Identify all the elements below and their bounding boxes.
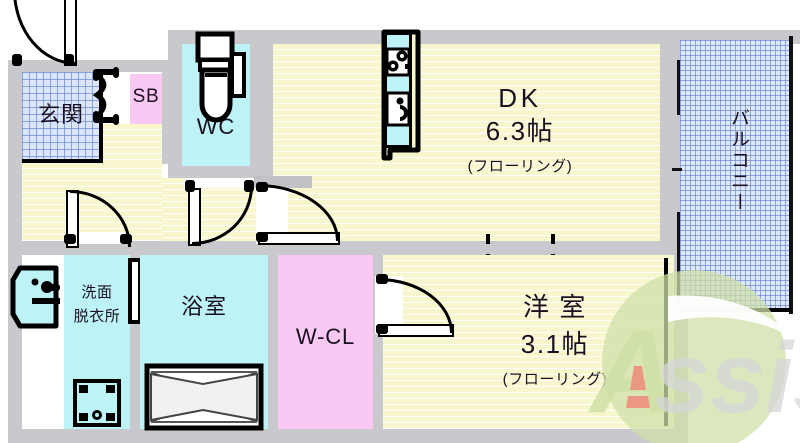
balcony-rail-left-top: [677, 60, 680, 115]
balcony-rail-left-mid: [672, 168, 682, 171]
room-label-senmen-2: 脱衣所: [73, 308, 121, 325]
room-sb: [130, 74, 162, 124]
wall-dk-right: [660, 30, 672, 242]
room-label-balcony: バルコニー: [728, 108, 749, 213]
wall-wcl-left: [268, 255, 278, 429]
room-label-wc: WC: [196, 114, 236, 139]
room-wcl: [278, 255, 373, 429]
wc-door-hinge: [185, 180, 195, 192]
balcony-step-mark: [686, 308, 792, 312]
wall-dk-left: [264, 30, 273, 242]
wc-door-threshold: [184, 178, 256, 188]
room-genkan: [22, 72, 100, 160]
room-label-wcl: W-CL: [295, 324, 356, 349]
room-size-yoshitsu: 3.1帖: [520, 329, 590, 359]
kitchen-counter-with-stove-and-sink: [381, 29, 421, 161]
bedroom-door-hinge-2: [376, 324, 388, 334]
wall-bottom: [8, 429, 688, 443]
bathtub-fixture: [144, 363, 264, 431]
wall-wc-right: [250, 30, 264, 180]
bedroom-window-edge: [664, 258, 668, 426]
room-dk: [273, 44, 660, 241]
room-floor-note-dk: (フローリング): [467, 158, 573, 175]
hall-door-hinge: [256, 182, 268, 192]
wall-bath-left: [130, 255, 140, 429]
wall-bedroom-left: [373, 255, 383, 429]
toilet-fixture: [195, 31, 246, 123]
senmen-door-hinge: [64, 234, 76, 244]
wall-top-main: [168, 30, 685, 44]
bedroom-door-hinge: [376, 274, 388, 284]
wall-mid-horizontal: [8, 241, 688, 255]
opening-mark-dk-1: [486, 234, 490, 244]
entrance-door-hinge: [12, 54, 22, 66]
genkan-step-edge-bottom: [22, 159, 103, 163]
wall-genkan-block: [8, 60, 176, 72]
room-label-yoshitsu: 洋 室: [523, 292, 587, 322]
floor-hall-strip: [103, 124, 162, 163]
wc-door-hinge-2: [244, 180, 254, 192]
room-balcony: [680, 40, 790, 308]
room-label-yokushitsu: 浴室: [181, 294, 227, 319]
room-label-dk: DK: [498, 83, 542, 113]
wall-wc-left: [168, 30, 182, 175]
room-size-dk: 6.3帖: [485, 116, 555, 146]
senmen-door-hinge-2: [120, 234, 132, 244]
room-label-senmen-1: 洗面: [81, 284, 113, 301]
washing-machine-pan: [73, 379, 121, 427]
hall-door-hinge-2: [256, 232, 268, 242]
balcony-edge-right: [789, 36, 793, 314]
opening-mark-dk-2: [551, 234, 555, 244]
balcony-rail-left-bottom: [677, 212, 680, 308]
washbasin-vanity: [10, 265, 60, 329]
wall-wc-bottom: [168, 166, 264, 178]
room-floor-note-yoshitsu: (フローリング): [502, 371, 608, 388]
genkan-folding-door[interactable]: [92, 67, 138, 130]
room-label-sb: SB: [132, 86, 160, 107]
room-label-genkan: 玄関: [38, 102, 84, 127]
entrance-door-hinge-2: [64, 54, 74, 66]
